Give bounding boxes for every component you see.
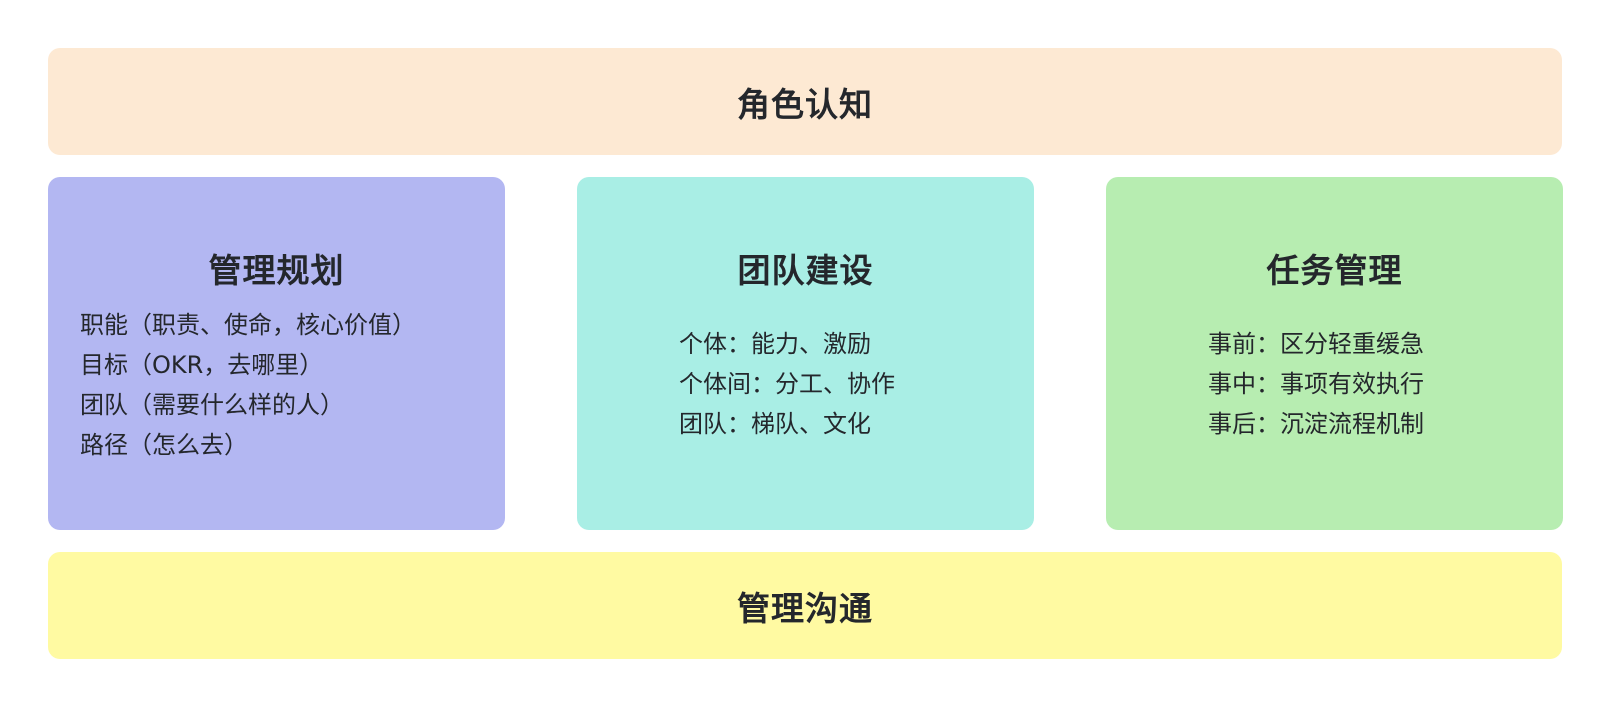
management-planning-card: 管理规划 职能（职责、使命，核心价值） 目标（OKR，去哪里） 团队（需要什么样… bbox=[48, 177, 505, 530]
list-item: 事中：事项有效执行 bbox=[1208, 370, 1424, 398]
management-communication-title: 管理沟通 bbox=[737, 588, 873, 628]
list-item: 团队（需要什么样的人） bbox=[80, 391, 344, 419]
list-item: 路径（怎么去） bbox=[80, 431, 248, 459]
card-title: 任务管理 bbox=[1266, 251, 1403, 290]
team-building-card: 团队建设 个体：能力、激励 个体间：分工、协作 团队：梯队、文化 bbox=[577, 177, 1034, 530]
management-communication-bar: 管理沟通 bbox=[48, 552, 1562, 659]
list-item: 目标（OKR，去哪里） bbox=[80, 351, 324, 379]
card-body: 事前：区分轻重缓急 事中：事项有效执行 事后：沉淀流程机制 bbox=[1208, 324, 1424, 444]
list-item: 个体：能力、激励 bbox=[679, 330, 871, 358]
list-item: 职能（职责、使命，核心价值） bbox=[80, 311, 416, 339]
card-body: 职能（职责、使命，核心价值） 目标（OKR，去哪里） 团队（需要什么样的人） 路… bbox=[80, 305, 416, 465]
list-item: 团队：梯队、文化 bbox=[679, 410, 871, 438]
task-management-card: 任务管理 事前：区分轻重缓急 事中：事项有效执行 事后：沉淀流程机制 bbox=[1106, 177, 1563, 530]
role-awareness-title: 角色认知 bbox=[737, 84, 873, 124]
card-body: 个体：能力、激励 个体间：分工、协作 团队：梯队、文化 bbox=[679, 324, 895, 444]
list-item: 个体间：分工、协作 bbox=[679, 370, 895, 398]
role-awareness-bar: 角色认知 bbox=[48, 48, 1562, 155]
list-item: 事前：区分轻重缓急 bbox=[1208, 330, 1424, 358]
card-title: 团队建设 bbox=[737, 251, 874, 290]
card-title: 管理规划 bbox=[208, 251, 345, 290]
list-item: 事后：沉淀流程机制 bbox=[1208, 410, 1424, 438]
